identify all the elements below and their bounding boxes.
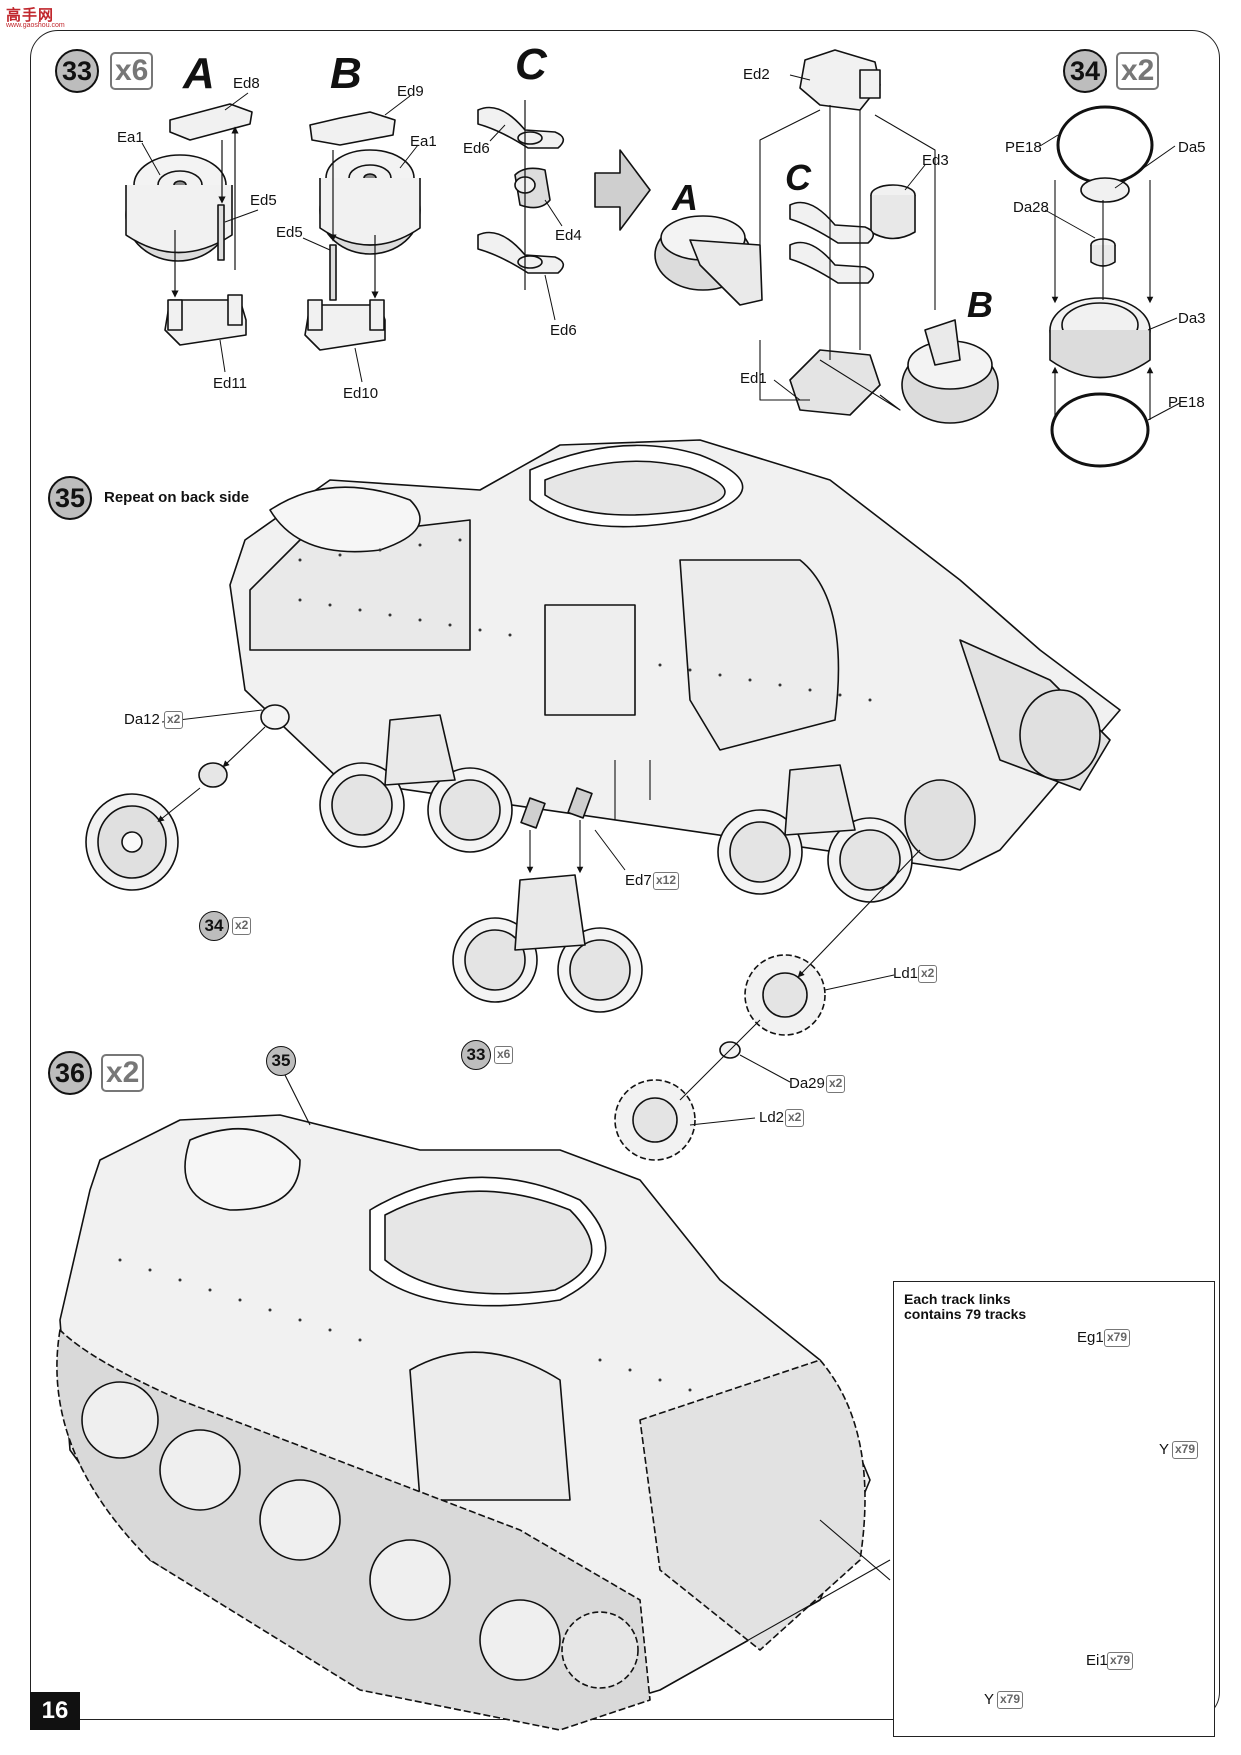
- label-da5: Da5: [1178, 139, 1206, 156]
- step-33-number: 33: [55, 49, 99, 93]
- ref-step-35: 35: [266, 1046, 296, 1076]
- hull-with-tracks: [56, 1114, 871, 1731]
- bogie-exploded-35: [452, 787, 643, 1013]
- page-number: 16: [30, 1692, 80, 1730]
- step-36-quantity: x2: [101, 1054, 145, 1092]
- label-ed2: Ed2: [743, 66, 770, 83]
- ref-step-34: 34: [199, 911, 229, 941]
- label-ed3: Ed3: [922, 152, 949, 169]
- label-ed10: Ed10: [343, 385, 379, 402]
- label-da29: Da29: [789, 1075, 825, 1092]
- label-ei1: Ei1: [1086, 1652, 1108, 1669]
- label-ld2: Ld2: [759, 1109, 785, 1126]
- label-eg1: Eg1: [1077, 1329, 1104, 1346]
- label-ed6-top: Ed6: [463, 140, 490, 157]
- label-pe18-bottom: PE18: [1168, 394, 1205, 411]
- ref-step-33-quantity: x6: [494, 1046, 514, 1064]
- step-34-number: 34: [1063, 49, 1107, 93]
- step-33-sub-b: B: [330, 49, 362, 98]
- label-ed5-a: Ed5: [250, 192, 277, 209]
- label-ea1-b: Ea1: [410, 133, 437, 150]
- ei1-quantity: x79: [1107, 1652, 1134, 1670]
- label-ed9: Ed9: [397, 83, 424, 100]
- label-ed7: Ed7: [625, 872, 652, 889]
- label-y-top: Y: [1159, 1441, 1170, 1458]
- y-top-quantity: x79: [1172, 1441, 1199, 1459]
- bogie-a-exploded: [125, 103, 253, 346]
- eg1-quantity: x79: [1104, 1329, 1131, 1347]
- ref-step-34-quantity: x2: [232, 917, 252, 935]
- label-ed8: Ed8: [233, 75, 260, 92]
- label-ed1: Ed1: [740, 370, 767, 387]
- ld1-quantity: x2: [918, 965, 938, 983]
- label-y-bottom: Y: [984, 1691, 995, 1708]
- bogie-b-exploded: [304, 111, 421, 351]
- track-inset-note: Each track links contains 79 tracks: [904, 1291, 1027, 1322]
- label-ed6-bottom: Ed6: [550, 322, 577, 339]
- sprocket-parts: [614, 954, 826, 1161]
- step-36-number: 36: [48, 1051, 92, 1095]
- label-ea1-a: Ea1: [117, 129, 144, 146]
- step-35-number: 35: [48, 476, 92, 520]
- step-33-quantity: x6: [110, 52, 154, 90]
- label-pe18-top: PE18: [1005, 139, 1042, 156]
- step-33-sub-a: A: [183, 49, 215, 98]
- step-33-sub-c: C: [515, 40, 547, 89]
- step-34-quantity: x2: [1116, 52, 1160, 90]
- da29-quantity: x2: [826, 1075, 846, 1093]
- label-da3: Da3: [1178, 310, 1206, 327]
- bogie-assembly-exploded: [654, 49, 999, 424]
- hull-bogies: [319, 714, 913, 903]
- hull-side-view: [229, 439, 1121, 871]
- assembled-c-label: C: [785, 157, 811, 198]
- idler-parts: [85, 704, 290, 891]
- label-da28: Da28: [1013, 199, 1049, 216]
- ld2-quantity: x2: [785, 1109, 805, 1127]
- label-ld1: Ld1: [893, 965, 919, 982]
- label-da12: Da12: [124, 711, 160, 728]
- road-wheel-exploded: [1049, 105, 1154, 468]
- watermark-logo-text: 高手网: [6, 7, 55, 24]
- step-35-note: Repeat on back side: [104, 489, 250, 506]
- label-ed4: Ed4: [555, 227, 582, 244]
- label-ed5-b: Ed5: [276, 224, 303, 241]
- page-frame: [30, 30, 1220, 1720]
- da12-quantity: x2: [164, 711, 184, 729]
- assembled-b-label: B: [967, 284, 993, 325]
- label-ed11: Ed11: [213, 375, 247, 392]
- watermark-logo-url: www.gaoshou.com: [6, 22, 65, 29]
- ref-step-33: 33: [461, 1040, 491, 1070]
- bogie-c-exploded: [477, 106, 565, 274]
- y-bottom-quantity: x79: [997, 1691, 1024, 1709]
- assembled-a-label: A: [672, 177, 698, 218]
- ed7-quantity: x12: [653, 872, 680, 890]
- track-inset-box: Each track links contains 79 tracks Eg1 …: [893, 1281, 1215, 1737]
